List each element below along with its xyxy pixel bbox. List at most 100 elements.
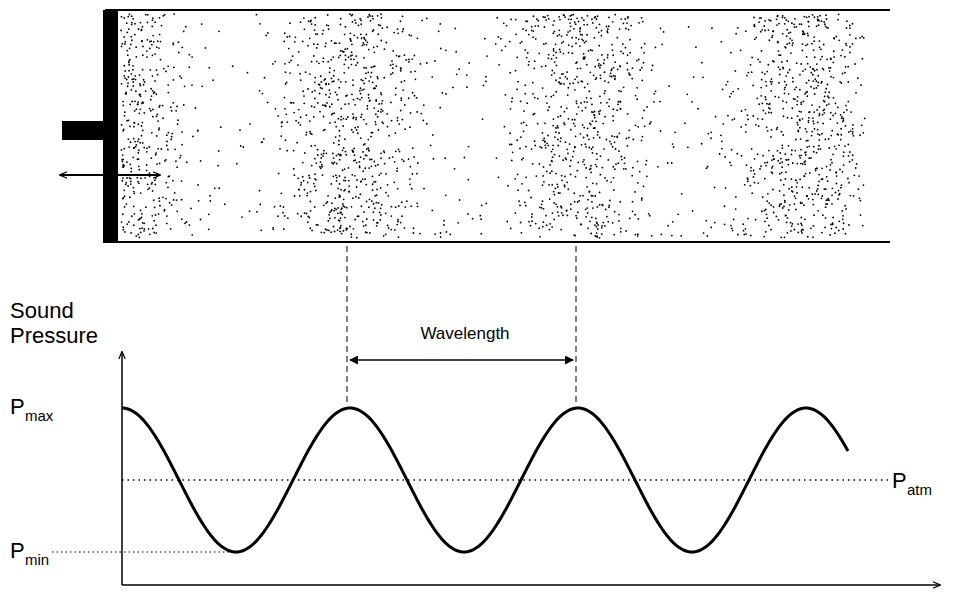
particle <box>781 166 783 168</box>
particle <box>819 113 821 115</box>
particle <box>615 163 617 165</box>
particle <box>147 188 149 190</box>
particle <box>730 225 732 227</box>
particle <box>351 93 353 95</box>
particle <box>791 117 793 119</box>
particle <box>635 234 637 236</box>
particle <box>324 78 326 80</box>
particle <box>835 36 837 38</box>
particle <box>791 178 793 180</box>
particle <box>186 161 188 163</box>
particle <box>339 42 341 44</box>
particle <box>795 179 797 181</box>
particle <box>764 178 766 180</box>
particle <box>782 15 784 17</box>
particle <box>618 150 620 152</box>
particle <box>646 106 648 108</box>
particle <box>292 55 294 57</box>
particle <box>591 201 593 203</box>
particle <box>298 188 300 190</box>
particle <box>583 58 585 60</box>
particle <box>618 220 620 222</box>
particle <box>315 190 317 192</box>
particle <box>564 186 566 188</box>
particle <box>337 99 339 101</box>
particle <box>557 116 559 118</box>
particle <box>772 35 774 37</box>
particle <box>563 83 565 85</box>
particle <box>785 215 787 217</box>
particle <box>790 52 792 54</box>
particle <box>570 129 572 131</box>
particle <box>830 164 832 166</box>
particle <box>819 47 821 49</box>
particle <box>297 177 299 179</box>
particle <box>127 82 129 84</box>
particle <box>750 167 752 169</box>
particle <box>616 136 618 138</box>
particle <box>160 59 162 61</box>
particle <box>861 124 863 126</box>
particle <box>832 153 834 155</box>
particle <box>466 86 468 88</box>
particle <box>156 163 158 165</box>
particle <box>412 173 414 175</box>
particle <box>323 150 325 152</box>
particle <box>390 64 392 66</box>
particle <box>323 232 325 234</box>
particle <box>361 114 363 116</box>
particle <box>387 126 389 128</box>
particle <box>374 195 376 197</box>
particle <box>764 73 766 75</box>
particle <box>351 129 353 131</box>
particle <box>141 217 143 219</box>
particle <box>677 213 679 215</box>
particle <box>542 184 544 186</box>
particle <box>359 161 361 163</box>
particle <box>543 181 545 183</box>
particle <box>592 195 594 197</box>
particle <box>123 148 125 150</box>
particle <box>817 210 819 212</box>
particle <box>352 84 354 86</box>
particle <box>411 188 413 190</box>
particle <box>385 192 387 194</box>
particle <box>125 184 127 186</box>
particle <box>706 235 708 237</box>
particle <box>594 117 596 119</box>
particle <box>121 221 123 223</box>
particle <box>483 85 485 87</box>
particle <box>126 32 128 34</box>
particle <box>408 158 410 160</box>
particle <box>325 202 327 204</box>
particle <box>159 200 161 202</box>
particle <box>164 209 166 211</box>
particle <box>542 87 544 89</box>
particle <box>188 54 190 56</box>
particle <box>770 204 772 206</box>
particle <box>786 43 788 45</box>
particle <box>631 175 633 177</box>
particle <box>611 44 613 46</box>
particle <box>151 95 153 97</box>
particle <box>547 57 549 59</box>
particle <box>129 14 131 16</box>
particle <box>638 59 640 61</box>
particle <box>342 149 344 151</box>
particle <box>554 187 556 189</box>
particle <box>569 83 571 85</box>
particle <box>177 123 179 125</box>
particle <box>506 221 508 223</box>
particle <box>172 42 174 44</box>
particle <box>366 44 368 46</box>
particle <box>400 97 402 99</box>
particle <box>778 96 780 98</box>
particle <box>361 89 363 91</box>
particle <box>784 17 786 19</box>
particle <box>620 91 622 93</box>
particle <box>510 228 512 230</box>
particle <box>732 230 734 232</box>
particle <box>545 147 547 149</box>
particle <box>319 111 321 113</box>
